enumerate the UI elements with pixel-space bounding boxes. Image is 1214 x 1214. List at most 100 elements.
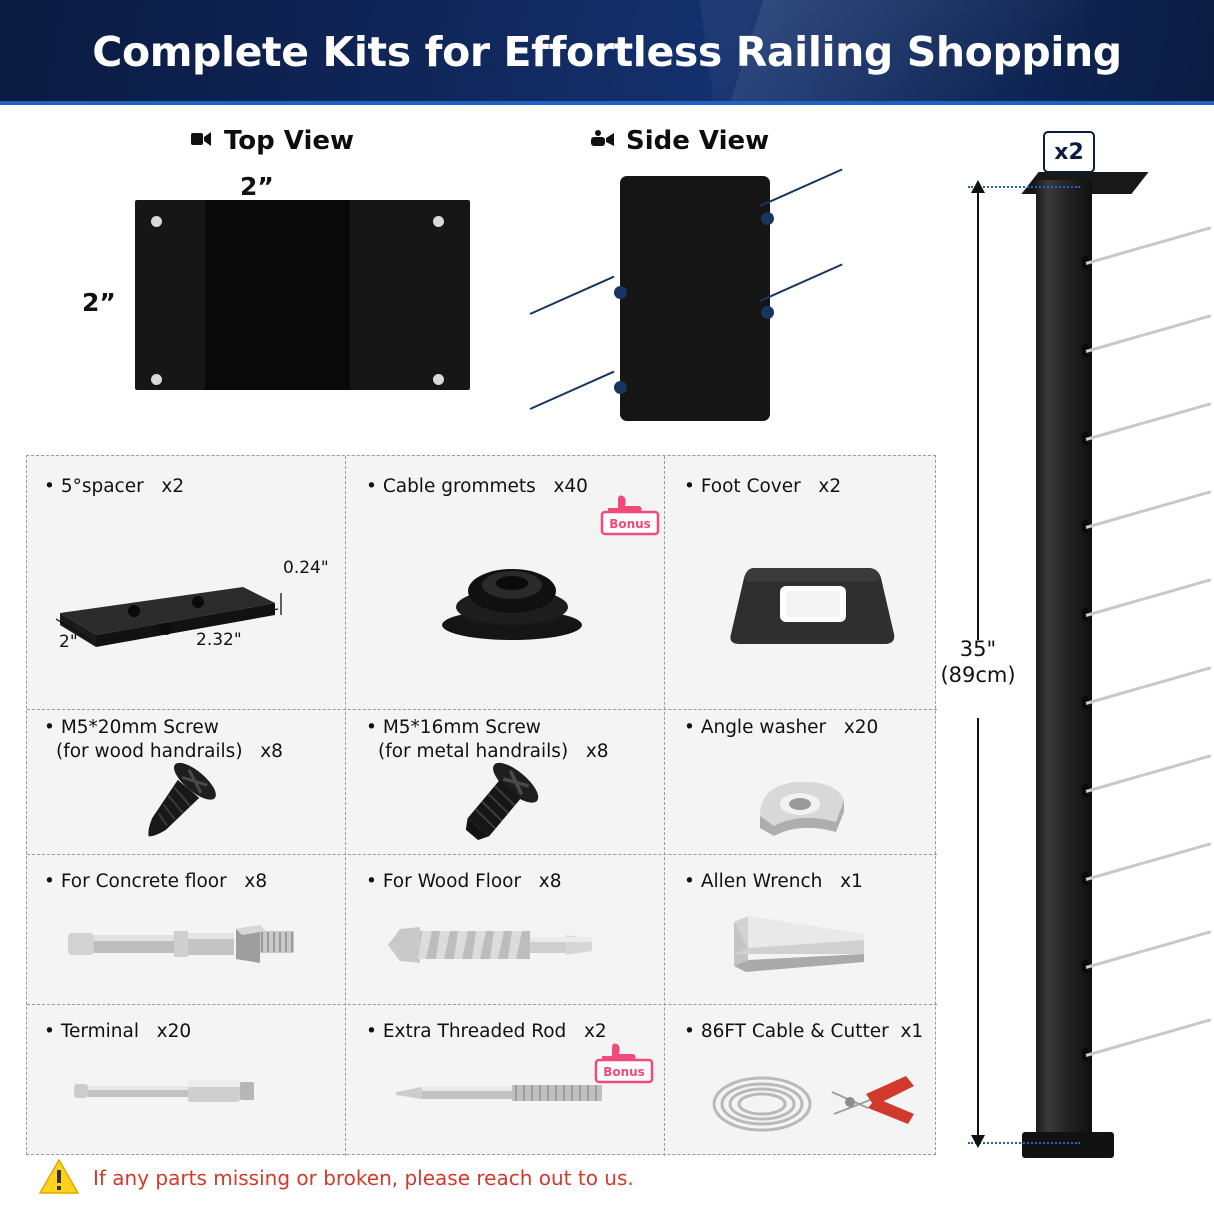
post-cable-hole <box>1082 872 1089 885</box>
part-cell-threaded-rod: • Extra Threaded Rod x2 <box>366 1020 656 1044</box>
top-view-width-dimension: 2” <box>240 172 274 201</box>
dimension-guide-bottom <box>968 1142 1080 1144</box>
svg-text:Bonus: Bonus <box>603 1065 645 1079</box>
part-label: • Foot Cover x2 <box>684 475 924 499</box>
part-qty: x40 <box>553 476 588 497</box>
warning-triangle-icon <box>38 1158 80 1194</box>
part-cell-wood-screw: • M5*20mm Screw (for wood handrails) x8 <box>44 716 324 764</box>
part-name: 86FT Cable & Cutter <box>700 1021 889 1042</box>
post-cable <box>1085 402 1212 441</box>
bonus-badge: Bonus <box>600 492 660 538</box>
part-qty: x1 <box>900 1021 924 1042</box>
spacer-length-dim: 2.32" <box>196 630 242 650</box>
part-cell-allen-wrench: • Allen Wrench x1 <box>684 870 934 894</box>
post-cable <box>1085 226 1212 265</box>
part-cell-angle-washer: • Angle washer x20 <box>684 716 934 740</box>
part-cell-cable-cutter: • 86FT Cable & Cutter x1 <box>684 1020 944 1044</box>
side-view-cable-line <box>759 168 843 207</box>
part-cell-lag-screw: • For Wood Floor x8 <box>366 870 646 894</box>
side-view-cable-line <box>759 263 843 302</box>
post-cable-hole <box>1082 344 1089 357</box>
spacer-plate-icon <box>55 587 282 647</box>
post-cable-hole <box>1082 1048 1089 1061</box>
post-cable-hole <box>1082 696 1089 709</box>
part-name: Allen Wrench <box>700 871 823 892</box>
post-body <box>1036 180 1092 1155</box>
part-qty: x2 <box>161 476 185 497</box>
part-name-line2: (for wood handrails) <box>56 741 243 762</box>
side-view-label-text: Side View <box>626 126 770 156</box>
part-qty: x8 <box>538 871 562 892</box>
post-cable-hole <box>1082 432 1089 445</box>
header-accent-rule <box>0 101 1214 105</box>
side-view-cable-dot <box>761 212 774 225</box>
part-label: • Terminal x20 <box>44 1020 324 1044</box>
part-name: M5*16mm Screw <box>382 717 541 738</box>
post-cable-hole <box>1082 784 1089 797</box>
post-base-plate <box>1022 1132 1114 1158</box>
part-qty: x2 <box>818 476 842 497</box>
side-view-cable-dot <box>614 286 627 299</box>
post-cable <box>1085 314 1212 353</box>
concrete-anchor-icon <box>68 925 294 963</box>
part-cell-terminal: • Terminal x20 <box>44 1020 324 1044</box>
dimension-arrow-down-icon <box>971 1135 985 1148</box>
part-name: For Wood Floor <box>382 871 522 892</box>
part-label: • M5*16mm Screw (for metal handrails) x8 <box>366 716 646 764</box>
post-cable-hole <box>1082 960 1089 973</box>
part-label: • Allen Wrench x1 <box>684 870 934 894</box>
post-cable <box>1085 930 1212 969</box>
part-name: Foot Cover <box>700 476 801 497</box>
bullet-icon: • <box>366 476 377 497</box>
part-name: M5*20mm Screw <box>60 717 219 738</box>
post-cable <box>1085 1018 1212 1057</box>
part-name: Cable grommets <box>382 476 536 497</box>
part-cell-foot-cover: • Foot Cover x2 <box>684 475 924 499</box>
post-cable <box>1085 578 1212 617</box>
bullet-icon: • <box>684 871 695 892</box>
post-height-cm: (89cm) <box>940 663 1016 687</box>
top-view-hole <box>151 374 162 385</box>
part-label: • 86FT Cable & Cutter x1 <box>684 1020 944 1044</box>
bullet-icon: • <box>684 476 695 497</box>
post-height-label: 35" (89cm) <box>928 636 1028 688</box>
part-qty: x20 <box>156 1021 192 1042</box>
terminal-icon <box>74 1080 254 1102</box>
table-divider <box>664 456 665 1156</box>
bullet-icon: • <box>44 871 55 892</box>
part-label: • For Concrete floor x8 <box>44 870 324 894</box>
dimension-guide-top <box>968 186 1080 188</box>
post-cable <box>1085 666 1212 705</box>
top-view-hole <box>433 216 444 227</box>
page-title: Complete Kits for Effortless Railing Sho… <box>92 28 1122 76</box>
side-view-cable-dot <box>614 381 627 394</box>
post-cable <box>1085 490 1212 529</box>
part-name: 5°spacer <box>60 476 144 497</box>
table-divider <box>27 1004 937 1005</box>
part-qty: x8 <box>260 741 283 762</box>
part-cell-spacer: • 5°spacer x2 <box>44 475 314 499</box>
part-label: • Angle washer x20 <box>684 716 934 740</box>
lag-screw-icon <box>388 927 592 963</box>
part-name: Extra Threaded Rod <box>382 1021 567 1042</box>
top-view-hole <box>151 216 162 227</box>
side-view-cable-line <box>529 275 615 315</box>
post-cable-hole <box>1082 520 1089 533</box>
part-qty: x8 <box>244 871 268 892</box>
post-cable <box>1085 842 1212 881</box>
svg-text:Bonus: Bonus <box>609 517 651 531</box>
post-cable <box>1085 754 1212 793</box>
dimension-line-lower <box>977 718 979 1138</box>
machine-screw-icon <box>465 762 539 841</box>
part-name: For Concrete floor <box>60 871 227 892</box>
part-qty: x2 <box>583 1021 607 1042</box>
bullet-icon: • <box>366 717 377 738</box>
missing-parts-note: If any parts missing or broken, please r… <box>93 1166 634 1190</box>
part-label: • Cable grommets x40 <box>366 475 636 499</box>
page-header: Complete Kits for Effortless Railing Sho… <box>0 0 1214 105</box>
spacer-width-dim: 2" <box>59 632 78 652</box>
side-view-cable-line <box>529 370 615 410</box>
spacer-thickness-dim: 0.24" <box>283 558 329 578</box>
camera-icon <box>190 126 214 156</box>
dimension-arrow-up-icon <box>971 180 985 193</box>
